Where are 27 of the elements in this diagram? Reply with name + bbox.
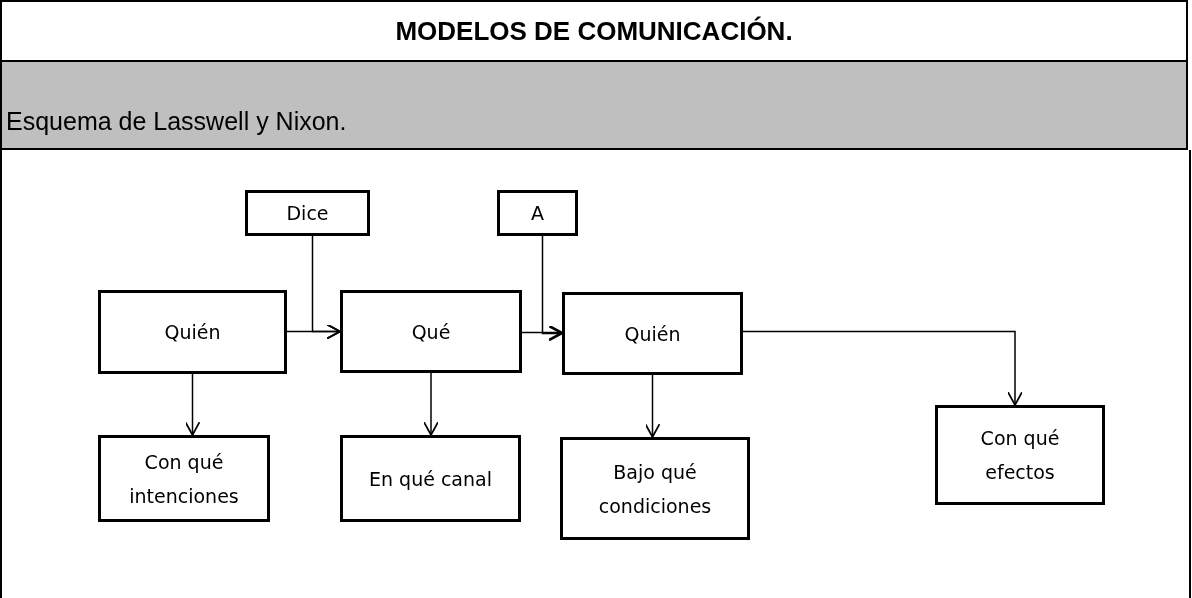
title: MODELOS DE COMUNICACIÓN.	[394, 16, 794, 47]
process-box	[340, 290, 522, 373]
node-label: Bajo qué condiciones	[597, 459, 713, 519]
node-label: A	[530, 201, 545, 226]
node-label: Dice	[285, 201, 330, 226]
process-box	[562, 292, 743, 375]
subtitle: Esquema de Lasswell y Nixon.	[6, 107, 347, 136]
process-box	[497, 190, 578, 236]
node-label: Con qué intenciones	[128, 449, 240, 509]
arrow	[521, 324, 563, 341]
process-box	[560, 437, 750, 540]
node-label: Quién	[163, 320, 222, 345]
process-box	[340, 435, 521, 522]
arrow	[644, 374, 661, 438]
node-label: Qué	[410, 319, 452, 345]
process-box	[98, 290, 287, 374]
process-box	[935, 405, 1105, 505]
arrow	[311, 235, 341, 340]
arrow	[742, 330, 1023, 406]
node-label: Quién	[623, 321, 682, 347]
node-label: Con qué efectos	[979, 426, 1061, 485]
process-box	[245, 190, 370, 236]
arrow	[541, 235, 563, 342]
arrow	[423, 372, 439, 436]
arrow	[184, 373, 201, 436]
node-label: En qué canal	[368, 466, 493, 492]
process-box	[98, 435, 270, 522]
